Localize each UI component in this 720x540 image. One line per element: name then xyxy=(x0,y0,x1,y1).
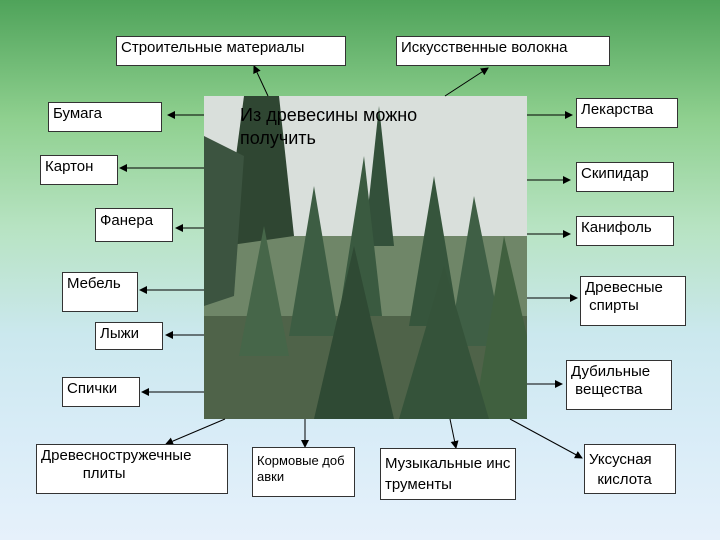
box-stroy: Строительные материалы xyxy=(116,36,346,66)
box-uksus: Уксусная кислота xyxy=(584,444,676,494)
box-skipidar: Скипидар xyxy=(576,162,674,192)
box-spichki: Спички xyxy=(62,377,140,407)
box-mebel: Мебель xyxy=(62,272,138,312)
box-lyzhi: Лыжи xyxy=(95,322,163,350)
box-dubilnye: Дубильные вещества xyxy=(566,360,672,410)
box-korm: Кормовые добавки xyxy=(252,447,355,497)
forest-trees-drawing xyxy=(204,96,527,419)
forest-photo xyxy=(204,96,527,419)
arrow-uksus xyxy=(509,418,583,459)
box-volokna: Искусственные волокна xyxy=(396,36,610,66)
box-kanifol: Канифоль xyxy=(576,216,674,246)
arrow-stroy xyxy=(253,65,269,97)
box-spirty: Древесные спирты xyxy=(580,276,686,326)
box-muzyka: Музыкальные инструменты xyxy=(380,448,516,500)
box-lekarstva: Лекарства xyxy=(576,98,678,128)
box-fanera: Фанера xyxy=(95,208,173,242)
box-dsp: Древесностружечные плиты xyxy=(36,444,228,494)
center-caption: Из древесины можно получить xyxy=(240,105,418,148)
box-karton: Картон xyxy=(40,155,118,185)
arrow-muzyka xyxy=(449,418,459,449)
box-bumaga: Бумага xyxy=(48,102,162,132)
arrow-dsp xyxy=(165,418,226,445)
arrow-volokna xyxy=(444,67,489,97)
